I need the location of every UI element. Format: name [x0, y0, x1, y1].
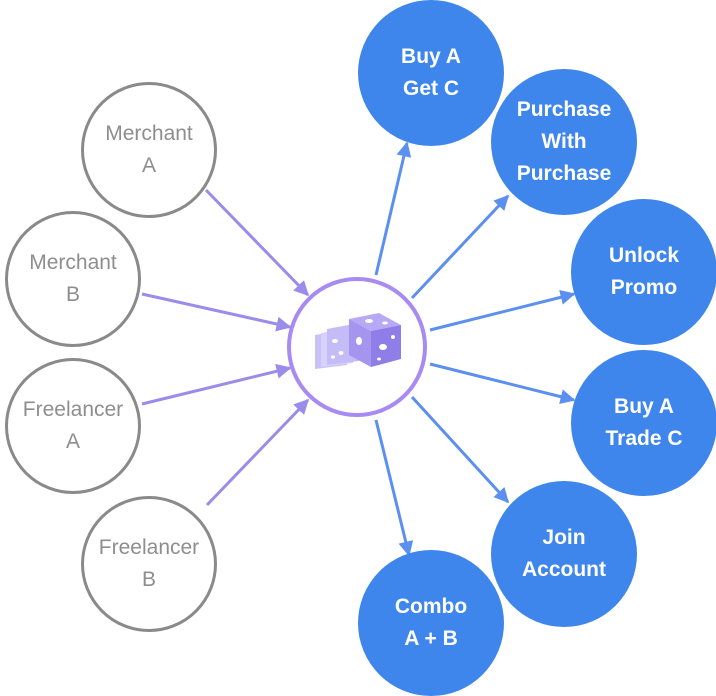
node-label: B — [141, 568, 156, 591]
arrow-hub-to-unlock-promo — [429, 289, 576, 332]
node-label: Join — [542, 526, 586, 549]
hub-node — [287, 277, 427, 417]
arrow-freelancer-b-to-hub — [205, 398, 310, 507]
target-node-unlock-promo: Unlock Promo — [571, 199, 716, 345]
node-label: Purchase — [516, 98, 612, 121]
node-label: A + B — [404, 627, 458, 650]
arrow-hub-to-purchase-with-purchase — [410, 194, 510, 300]
node-label: Account — [522, 558, 606, 581]
node-label: Trade C — [605, 427, 683, 450]
arrow-hub-to-buy-a-trade-c — [429, 362, 576, 405]
node-label: Freelancer — [22, 398, 124, 421]
node-label: Get C — [402, 77, 459, 100]
target-node-buy-a-trade-c: Buy A Trade C — [571, 350, 716, 496]
arrow-hub-to-join-account — [410, 395, 510, 504]
node-label: Buy A — [614, 395, 674, 418]
arrow-hub-to-buy-a-get-c — [374, 141, 412, 276]
node-label: A — [141, 154, 156, 177]
node-label: With — [541, 130, 587, 153]
node-label: Merchant — [105, 122, 193, 145]
node-label: Freelancer — [98, 536, 200, 559]
target-node-combo-a-b: Combo A + B — [358, 550, 504, 696]
source-node-freelancer-b: Freelancer B — [81, 496, 217, 632]
node-label: Unlock — [608, 244, 679, 267]
arrow-merchant-a-to-hub — [204, 188, 310, 297]
source-node-merchant-a: Merchant A — [81, 82, 217, 218]
node-label: Promo — [610, 276, 678, 299]
target-node-purchase-with-purchase: Purchase With Purchase — [491, 69, 637, 215]
node-label: Purchase — [516, 162, 612, 185]
voucher-cards-icon — [315, 313, 401, 369]
node-label: Buy A — [401, 45, 461, 68]
source-node-merchant-b: Merchant B — [5, 211, 141, 347]
arrow-merchant-b-to-hub — [141, 292, 292, 332]
target-node-buy-a-get-c: Buy A Get C — [358, 0, 504, 146]
node-label: A — [65, 430, 80, 453]
arrow-hub-to-combo-a-b — [374, 419, 414, 557]
source-node-freelancer-a: Freelancer A — [5, 358, 141, 494]
arrow-freelancer-a-to-hub — [141, 363, 292, 406]
node-label: Merchant — [29, 251, 117, 274]
target-node-join-account: Join Account — [491, 481, 637, 627]
node-label: Combo — [394, 595, 468, 618]
node-label: B — [65, 283, 80, 306]
